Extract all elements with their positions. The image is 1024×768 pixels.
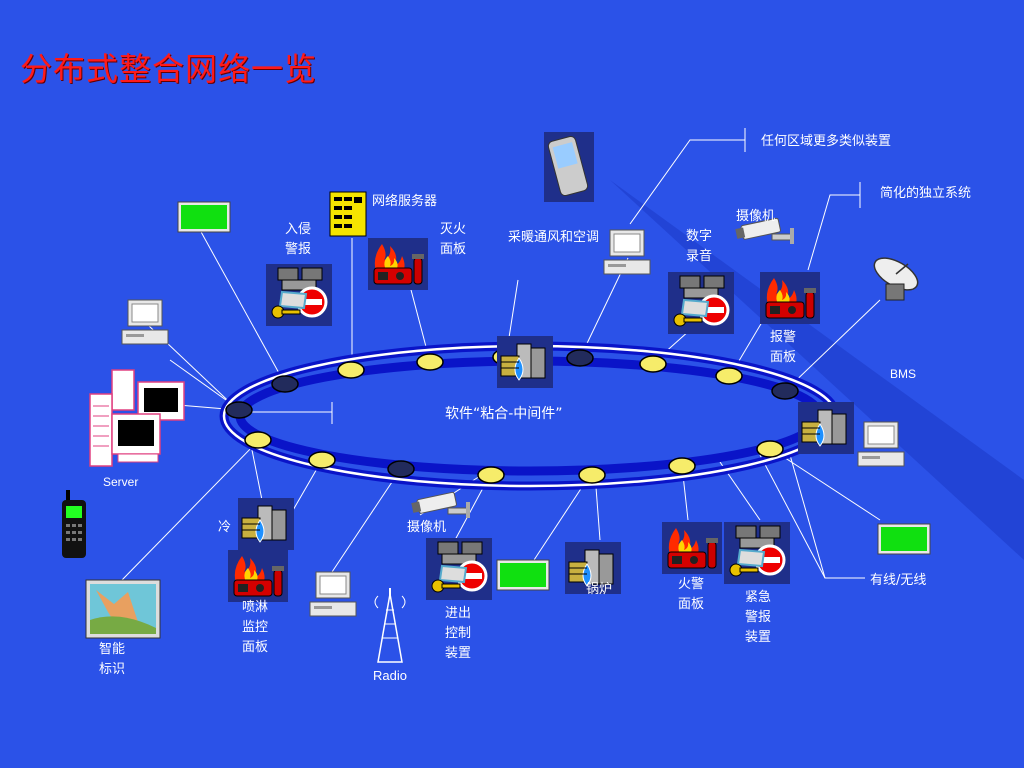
standalone-label: 简化的独立系统: [880, 186, 972, 201]
cold-label: 冷: [218, 520, 232, 535]
node-active: [715, 367, 743, 385]
node-idle: [566, 349, 594, 367]
digital-recording-label: 数字 录音: [686, 229, 713, 264]
node-active: [308, 451, 336, 469]
node-active: [578, 466, 606, 484]
access-control-label: 进出 控制 装置: [445, 606, 472, 661]
radio-computer-icon: [309, 571, 357, 617]
sprinkler-panel-label: 喷淋 监控 面板: [242, 600, 269, 655]
node-idle: [271, 375, 299, 393]
bms-unit-icon: [797, 401, 855, 455]
radio-label: Radio: [373, 668, 407, 683]
green-display-icon: [177, 201, 231, 233]
network-server-label: 网络服务器: [372, 194, 438, 209]
green-display-bottom-icon: [496, 559, 550, 591]
bms-label: BMS: [890, 367, 917, 381]
mobile-phone-icon: [62, 490, 86, 558]
node-active: [668, 457, 696, 475]
wired-wireless-label: 有线/无线: [870, 573, 927, 588]
camera-bottom-icon: [410, 491, 471, 519]
fire-alarm-panel-icon: [661, 521, 723, 575]
node-active: [477, 466, 505, 484]
access-control-icon: [424, 536, 494, 602]
server-label: Server: [103, 475, 139, 489]
emergency-alarm-icon: [722, 520, 792, 586]
fire-panel-label: 灭火 面板: [440, 222, 467, 257]
green-display-right-icon: [877, 523, 931, 555]
smart-sign-icon: [85, 579, 161, 639]
camera-bottom-label: 摄像机: [407, 520, 447, 535]
hvac-unit-icon: [496, 335, 554, 389]
radio-tower-icon: [374, 588, 406, 663]
satellite-dish-icon: [873, 257, 919, 301]
node-idle: [771, 382, 799, 400]
node-active: [416, 353, 444, 371]
node-active: [244, 431, 272, 449]
more-devices-label: 任何区域更多类似装置: [761, 134, 892, 149]
camera-top-label: 摄像机: [736, 209, 776, 224]
hvac-label: 采暖通风和空调: [508, 230, 600, 245]
hub-label: 软件“粘合-中间件”: [445, 406, 563, 422]
intrusion-alarm-icon: [264, 262, 334, 328]
intrusion-alarm-label: 入侵 警报: [285, 222, 312, 257]
workstation-icon: [121, 299, 169, 345]
node-active: [337, 361, 365, 379]
node-active: [639, 355, 667, 373]
sprinkler-panel-icon: [227, 549, 289, 603]
node-idle: [387, 460, 415, 478]
fire-panel-icon: [367, 237, 429, 291]
node-idle: [225, 401, 253, 419]
digital-recording-icon: [666, 270, 736, 336]
alarm-panel-label: 报警 面板: [770, 330, 797, 365]
pda-icon: [544, 132, 594, 202]
cooling-unit-icon: [237, 497, 295, 551]
smart-sign-label: 智能 标识: [99, 642, 126, 677]
alarm-panel-icon: [759, 271, 821, 325]
hvac-computer-icon: [603, 229, 651, 275]
fire-alarm-panel-label: 火警 面板: [678, 577, 705, 612]
page-title: 分布式整合网络一览: [20, 50, 318, 88]
server-icon: [89, 369, 185, 467]
boiler-label: 锅炉: [586, 582, 613, 597]
network-server-icon: [329, 191, 367, 237]
bms-computer-icon: [857, 421, 905, 467]
emergency-alarm-label: 紧急 警报 装置: [745, 590, 772, 645]
node-active: [756, 440, 784, 458]
